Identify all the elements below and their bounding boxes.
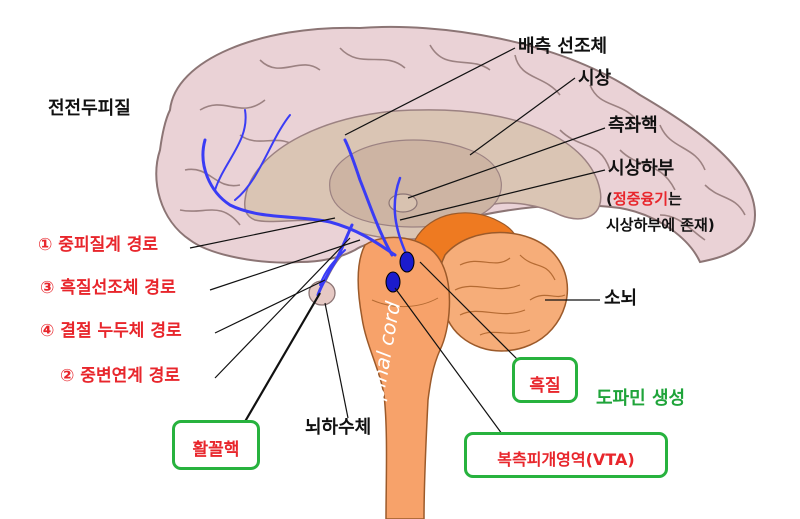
label-dorsal-striatum: 배측 선조체 — [518, 36, 608, 57]
substantia-nigra-nucleus — [399, 251, 415, 273]
label-mesolimbic-pathway: ② 중변연계 경로 — [60, 366, 181, 386]
label-substantia-nigra: 흑질 — [529, 376, 561, 396]
label-mesocortical-pathway: ① 중피질계 경로 — [38, 235, 159, 255]
label-prefrontal-cortex: 전전두피질 — [48, 98, 131, 119]
leader-lines — [189, 47, 606, 439]
label-hypothalamus: 시상하부 — [608, 158, 675, 179]
label-arcuate-nucleus: 활꼴핵 — [192, 440, 240, 460]
label-dopamine-production: 도파민 생성 — [596, 388, 686, 409]
substantia-nigra-box: 흑질 — [512, 357, 578, 403]
note-median-eminence: 정중융기 — [612, 190, 669, 208]
label-pituitary: 뇌하수체 — [305, 417, 372, 438]
note-open-paren: ( — [606, 190, 613, 208]
label-nigrostriatal-pathway: ③ 흑질선조체 경로 — [40, 278, 176, 298]
arcuate-nucleus-box: 활꼴핵 — [172, 420, 260, 470]
gyri — [179, 44, 746, 241]
note-suffix: 는 — [668, 190, 682, 208]
vta-nucleus — [385, 271, 401, 293]
brainstem — [357, 236, 451, 519]
dopamine-pathways — [201, 109, 410, 297]
vta-box: 복측피개영역(VTA) — [464, 432, 668, 478]
label-nucleus-accumbens: 측좌핵 — [608, 115, 658, 136]
label-tuberoinfundibular-pathway: ④ 결절 누두체 경로 — [40, 321, 182, 341]
cerebellum-folia — [454, 254, 566, 336]
hypothalamus-note-line2: 시상하부에 존재) — [606, 216, 715, 234]
hypothalamus-note-line1: (정중융기는 — [606, 192, 682, 207]
pons-line — [371, 297, 439, 308]
label-vta: 복측피개영역(VTA) — [497, 450, 635, 469]
label-thalamus: 시상 — [578, 68, 612, 89]
label-cerebellum: 소뇌 — [604, 288, 638, 309]
